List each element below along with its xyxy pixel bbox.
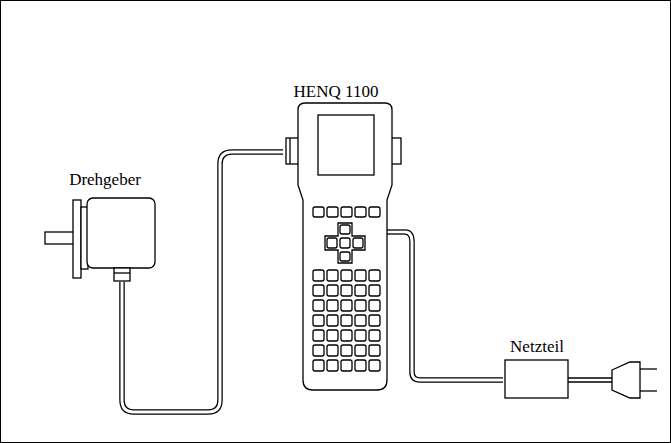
- keypad-key: [327, 315, 338, 326]
- keypad-key: [327, 207, 338, 217]
- keypad-key: [369, 285, 380, 296]
- keypad-key: [340, 252, 350, 261]
- keypad-key: [369, 360, 380, 371]
- keypad-key: [327, 270, 338, 281]
- keypad-key: [355, 330, 366, 341]
- mains-cable: [568, 381, 612, 382]
- device-housing: [298, 103, 392, 390]
- cable-stub: [387, 233, 405, 234]
- keypad-key: [355, 207, 366, 217]
- keypad: [313, 207, 380, 371]
- keypad-key: [369, 207, 380, 217]
- device-label: Netzteil: [510, 337, 564, 357]
- keypad-key: [341, 360, 352, 371]
- connector-line: [289, 138, 290, 164]
- keypad-key: [355, 360, 366, 371]
- keypad-key: [341, 207, 352, 217]
- keypad-key: [341, 315, 352, 326]
- keypad-key: [341, 345, 352, 356]
- encoder-node: Drehgeber: [40, 170, 170, 282]
- keypad-key: [327, 300, 338, 311]
- mains-cable: [568, 377, 612, 378]
- cable: [405, 232, 503, 380]
- cable: [122, 152, 283, 412]
- plug-prong: [640, 368, 657, 369]
- keypad-key: [353, 238, 363, 248]
- keypad-key: [327, 285, 338, 296]
- gland-line: [114, 272, 130, 273]
- device-label: HENQ 1100: [294, 82, 379, 102]
- keypad-key: [340, 238, 350, 248]
- power-supply-box: [505, 360, 568, 398]
- cable-core: [405, 232, 503, 380]
- encoder-body: [87, 198, 155, 268]
- keypad-key: [369, 315, 380, 326]
- keypad-key: [327, 238, 337, 248]
- keypad-key: [369, 270, 380, 281]
- encoder-flange: [73, 200, 81, 278]
- mains-plug: [612, 362, 640, 398]
- cable-stub: [387, 229, 405, 230]
- cable-core: [122, 152, 283, 412]
- plug-prong: [640, 390, 657, 391]
- keypad-key: [327, 345, 338, 356]
- keypad-key: [341, 300, 352, 311]
- keypad-key: [341, 270, 352, 281]
- display-screen: [318, 115, 374, 175]
- cable-outline: [405, 232, 503, 380]
- power-supply-drawing: [505, 360, 657, 398]
- keypad-key: [313, 300, 324, 311]
- keypad-key: [369, 330, 380, 341]
- keypad-key: [369, 300, 380, 311]
- encoder-drawing: [45, 198, 155, 281]
- device-label: Drehgeber: [69, 170, 141, 190]
- handheld-drawing: [286, 103, 405, 390]
- power-supply-node: Netzteil: [503, 337, 571, 400]
- keypad-key: [340, 225, 350, 234]
- keypad-key: [313, 330, 324, 341]
- keypad-key: [313, 315, 324, 326]
- keypad-key: [313, 270, 324, 281]
- keypad-key: [341, 285, 352, 296]
- keypad-key: [355, 315, 366, 326]
- keypad-key: [355, 285, 366, 296]
- keypad-key: [313, 285, 324, 296]
- cable-outline: [122, 152, 283, 412]
- keypad-key: [369, 345, 380, 356]
- encoder-shaft: [45, 232, 74, 244]
- keypad-key: [327, 360, 338, 371]
- cable-gland: [114, 268, 130, 281]
- keypad-key: [341, 330, 352, 341]
- keypad-key: [313, 345, 324, 356]
- keypad-key: [355, 300, 366, 311]
- keypad-key: [355, 270, 366, 281]
- keypad-key: [313, 207, 324, 217]
- keypad-key: [327, 330, 338, 341]
- left-connector: [286, 138, 299, 164]
- handheld-node: HENQ 1100: [283, 82, 405, 392]
- keypad-key: [313, 360, 324, 371]
- keypad-key: [355, 345, 366, 356]
- arrow-cross: [325, 223, 365, 263]
